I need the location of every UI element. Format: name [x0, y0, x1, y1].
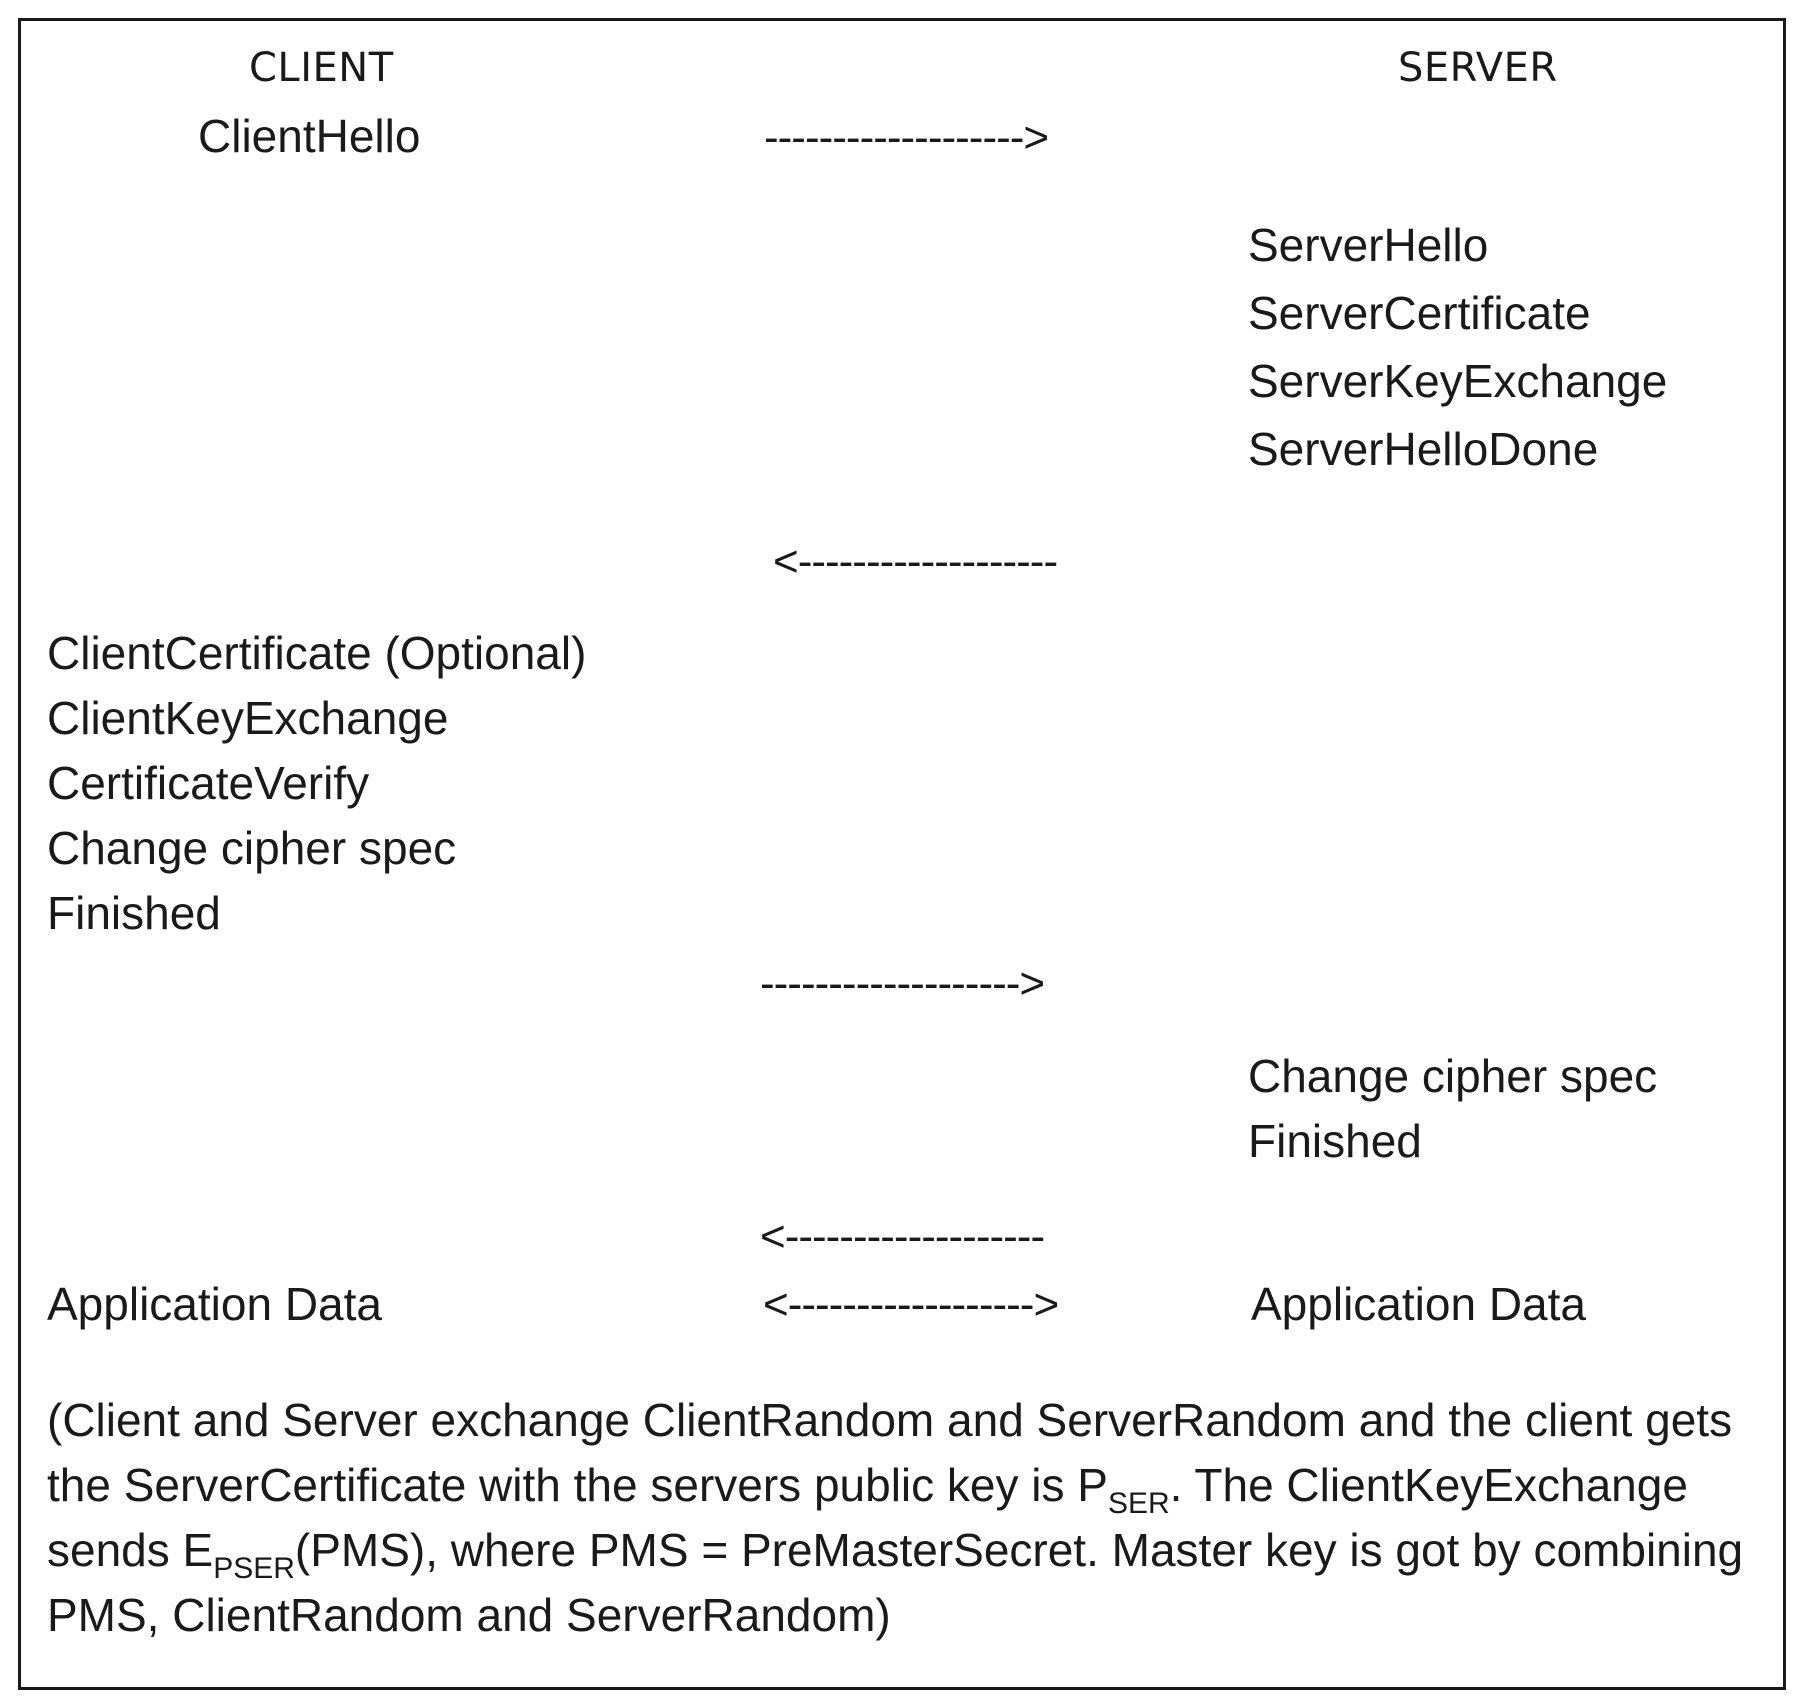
- note-text-part-2: . The ClientKeyExchange sends E: [47, 1459, 1688, 1576]
- server-hello-messages: ServerHello ServerCertificate ServerKeyE…: [1248, 222, 1667, 472]
- diagram-frame: [18, 18, 1786, 1690]
- server-key-exchange-message: ServerKeyExchange: [1248, 355, 1668, 407]
- server-certificate-message: ServerCertificate: [1248, 287, 1591, 339]
- arrow-client-to-server-1: ------------------->: [764, 113, 1049, 162]
- arrow-server-to-client-2: <-------------------: [760, 1212, 1045, 1261]
- client-key-messages: ClientCertificate (Optional) ClientKeyEx…: [47, 630, 586, 936]
- arrow-client-to-server-2: ------------------->: [760, 959, 1045, 1008]
- server-hello-done-message: ServerHelloDone: [1248, 423, 1599, 475]
- client-application-data: Application Data: [47, 1278, 382, 1330]
- server-application-data: Application Data: [1251, 1278, 1586, 1330]
- client-finished-message: Finished: [47, 887, 221, 939]
- note-subscript-pser: PSER: [213, 1552, 295, 1585]
- client-hello-message: ClientHello: [198, 110, 421, 162]
- server-header: SERVER: [1398, 45, 1558, 91]
- server-finished-message: Finished: [1248, 1115, 1422, 1167]
- client-header: CLIENT: [249, 45, 394, 91]
- server-hello-message: ServerHello: [1248, 219, 1489, 271]
- client-change-cipher-spec-message: Change cipher spec: [47, 822, 457, 874]
- note-subscript-ser: SER: [1107, 1487, 1170, 1520]
- arrow-server-to-client-1: <-------------------: [773, 537, 1058, 586]
- client-certificate-message: ClientCertificate (Optional): [47, 627, 587, 679]
- server-final-messages: Change cipher spec Finished: [1248, 1053, 1657, 1164]
- note-text-part-3: (PMS), where PMS = PreMasterSecret. Mast…: [47, 1524, 1744, 1641]
- arrow-bidirectional: <------------------>: [763, 1280, 1059, 1329]
- client-key-exchange-message: ClientKeyExchange: [47, 692, 449, 744]
- server-change-cipher-spec-message: Change cipher spec: [1248, 1050, 1658, 1102]
- handshake-explanation-note: (Client and Server exchange ClientRandom…: [47, 1388, 1767, 1648]
- certificate-verify-message: CertificateVerify: [47, 757, 370, 809]
- note-text-part-1: (Client and Server exchange ClientRandom…: [47, 1394, 1733, 1511]
